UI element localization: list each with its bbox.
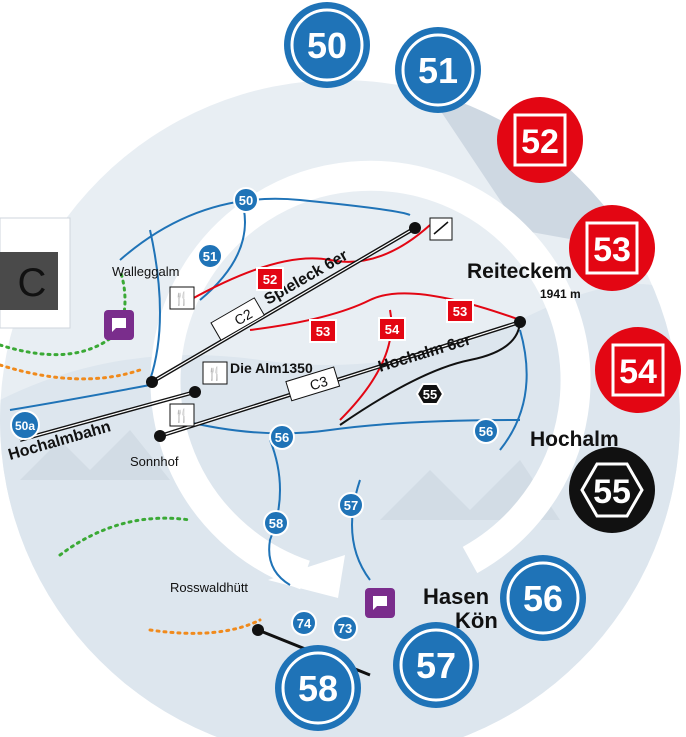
place-reiteck: Reiteckem	[467, 260, 572, 283]
place-sonnhof: Sonnhof	[130, 454, 179, 469]
badge-55[interactable]: 55	[569, 447, 655, 533]
inner-label-51: 51	[203, 249, 217, 264]
place-die-alm: Die Alm1350	[230, 360, 313, 376]
white-ring	[150, 160, 591, 590]
svg-text:🍴: 🍴	[174, 408, 190, 424]
place-hochalm: Hochalm	[530, 428, 619, 451]
inner-label-57: 57	[344, 498, 358, 513]
place-hasen: Hasen	[423, 584, 489, 609]
inner-label-58: 58	[269, 516, 283, 531]
badge-54-label: 54	[619, 353, 657, 391]
badge-52[interactable]: 52	[497, 97, 583, 183]
black-slope	[339, 319, 521, 426]
badge-50-label: 50	[307, 25, 347, 66]
inner-label-56a: 56	[275, 430, 289, 445]
flag-icon-hasen	[365, 588, 395, 618]
ski-lift-info-icon	[429, 217, 453, 241]
sector-tile: C	[0, 217, 71, 329]
place-rosswald: Rosswaldhütt	[170, 580, 248, 595]
restaurant-icon: 🍴	[169, 286, 195, 310]
restaurant-icon-sonnhof: 🍴	[169, 403, 195, 427]
inner-label-52: 52	[263, 272, 277, 287]
svg-text:🍴: 🍴	[174, 291, 190, 307]
inner-label-73: 73	[338, 621, 352, 636]
badge-50[interactable]: 50	[284, 2, 370, 88]
lift-stations	[146, 222, 526, 636]
svg-text:🍴: 🍴	[207, 366, 223, 382]
place-walleggalm: Walleggalm	[112, 264, 179, 279]
badge-57[interactable]: 57	[393, 622, 479, 708]
badge-53[interactable]: 53	[569, 205, 655, 291]
badge-56[interactable]: 56	[500, 555, 586, 641]
sector-letter: C	[18, 261, 47, 305]
badge-55-label: 55	[593, 473, 631, 511]
place-koen: Kön	[455, 608, 498, 633]
badge-52-label: 52	[521, 123, 559, 161]
lift-code-c3: C3	[285, 366, 341, 402]
flag-icon	[104, 310, 134, 340]
orange-trail-lower	[148, 618, 262, 635]
inner-label-50a: 50a	[15, 419, 35, 433]
inner-slope-labels: 50 51 52 53 54 53 55 56 56 57 58 74 73 5…	[10, 187, 499, 641]
outer-badges: 50 51 52 53 54 55 56	[275, 2, 681, 731]
badge-56-label: 56	[523, 578, 563, 619]
lift-code-c3-text: C3	[308, 373, 330, 394]
green-trail-lower	[58, 516, 192, 557]
place-altitude: 1941 m	[540, 287, 581, 301]
restaurant-icon-die-alm: 🍴	[202, 361, 228, 385]
badge-54[interactable]: 54	[595, 327, 681, 413]
inner-label-74: 74	[297, 616, 312, 631]
inner-label-53a: 53	[316, 324, 330, 339]
inner-label-55: 55	[423, 387, 437, 402]
lift-code-c2-text: C2	[232, 305, 256, 328]
inner-label-56b: 56	[479, 424, 493, 439]
inner-label-53b: 53	[453, 304, 467, 319]
orange-trail	[0, 363, 142, 381]
badge-53-label: 53	[593, 231, 631, 269]
lift-code-c2: C2	[210, 297, 265, 341]
badge-57-label: 57	[416, 645, 456, 686]
badge-58-label: 58	[298, 668, 338, 709]
badge-58[interactable]: 58	[275, 645, 361, 731]
inner-label-50: 50	[239, 193, 253, 208]
badge-51[interactable]: 51	[395, 27, 481, 113]
inner-label-54: 54	[385, 322, 400, 337]
badge-51-label: 51	[418, 50, 458, 91]
ring-arrow	[268, 555, 345, 598]
